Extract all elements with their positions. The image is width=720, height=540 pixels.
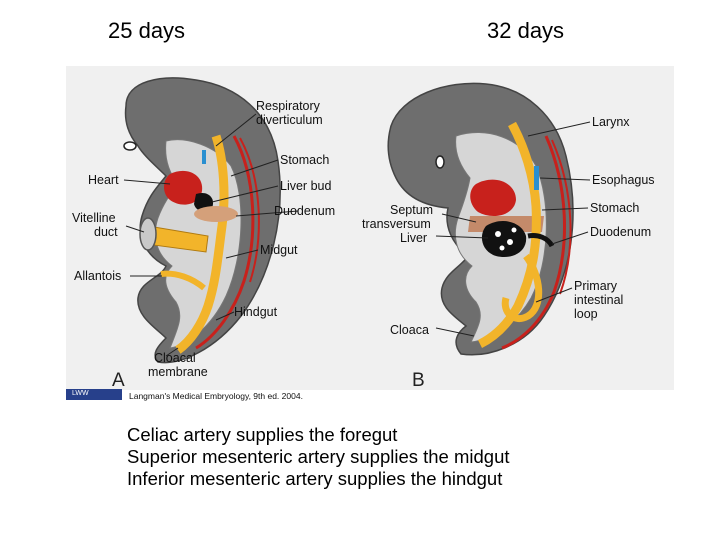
label-stomach-a: Stomach [280, 153, 329, 167]
publisher-logo: LWW [66, 389, 122, 400]
labels-panel-b: Larynx Esophagus Septum transversum Stom… [362, 115, 655, 390]
artery-notes: Celiac artery supplies the foregut Super… [127, 424, 510, 490]
label-hindgut: Hindgut [234, 305, 278, 319]
label-cloacal: Cloacal [154, 351, 196, 365]
label-primary: Primary [574, 279, 618, 293]
label-midgut: Midgut [260, 243, 298, 257]
label-cloaca: Cloaca [390, 323, 429, 337]
label-esophagus: Esophagus [592, 173, 655, 187]
note-superior-mesenteric: Superior mesenteric artery supplies the … [127, 446, 510, 467]
label-transversum: transversum [362, 217, 431, 231]
label-intestinal: intestinal [574, 293, 623, 307]
label-membrane: membrane [148, 365, 208, 379]
panel-label-b: B [412, 370, 425, 390]
label-vitelline: Vitelline [72, 211, 116, 225]
label-stomach-b: Stomach [590, 201, 639, 215]
labels-panel-a: Respiratory diverticulum Stomach Heart L… [72, 99, 335, 390]
leader-lines-a [123, 113, 299, 357]
label-larynx: Larynx [592, 115, 630, 129]
note-celiac: Celiac artery supplies the foregut [127, 424, 398, 445]
leader-lines-b [435, 121, 591, 337]
label-duodenum-b: Duodenum [590, 225, 651, 239]
logo-text: LWW [72, 390, 89, 397]
label-heart: Heart [88, 173, 119, 187]
heading-32-days: 32 days [487, 18, 565, 43]
label-duct: duct [94, 225, 118, 239]
note-inferior-mesenteric: Inferior mesenteric artery supplies the … [127, 468, 503, 489]
label-respiratory: Respiratory [256, 99, 321, 113]
label-loop: loop [574, 307, 598, 321]
label-septum: Septum [390, 203, 433, 217]
embryo-b-drawing [387, 82, 574, 356]
label-liver: Liver [400, 231, 427, 245]
panel-label-a: A [112, 370, 125, 390]
label-diverticulum: diverticulum [256, 113, 323, 127]
embryo-figure: Respiratory diverticulum Stomach Heart L… [66, 66, 674, 390]
heading-25-days: 25 days [108, 18, 186, 43]
figure-credit: Langman's Medical Embryology, 9th ed. 20… [129, 391, 303, 401]
label-liver-bud: Liver bud [280, 179, 331, 193]
label-duodenum-a: Duodenum [274, 204, 335, 218]
label-allantois: Allantois [74, 269, 121, 283]
embryo-diagram: Respiratory diverticulum Stomach Heart L… [72, 77, 655, 390]
embryo-a-drawing [123, 77, 281, 364]
